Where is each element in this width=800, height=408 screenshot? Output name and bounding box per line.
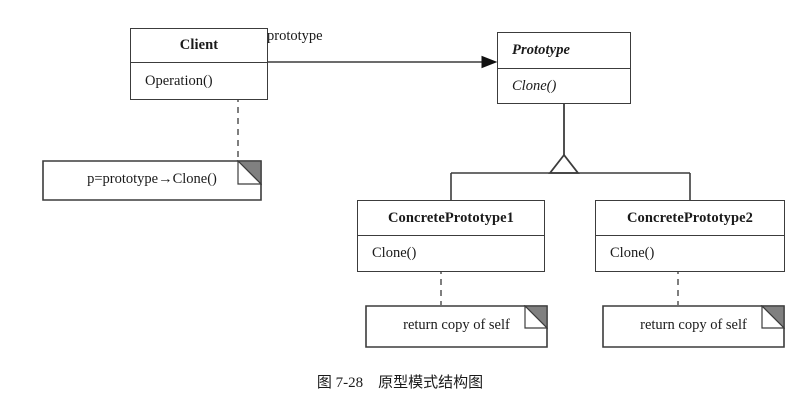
class-box-client[interactable]: Client Operation(): [130, 28, 268, 100]
note-fold-flap: [237, 160, 262, 185]
note-text-concreteprototype2: return copy of self: [640, 317, 747, 333]
class-box-concreteprototype1[interactable]: ConcretePrototype1 Clone(): [357, 200, 545, 272]
note-box-concreteprototype2[interactable]: return copy of self: [602, 305, 785, 348]
association-arrowhead: [481, 55, 498, 69]
class-name-concreteprototype1: ConcretePrototype1: [358, 201, 544, 236]
note-shape: [602, 305, 785, 348]
association-client-prototype: [268, 55, 498, 69]
figure-caption: 图 7-28 原型模式结构图: [316, 375, 484, 391]
note-shape: [365, 305, 548, 348]
class-box-prototype[interactable]: Prototype Clone(): [497, 32, 631, 104]
class-name-client: Client: [131, 29, 267, 63]
class-box-concreteprototype2[interactable]: ConcretePrototype2 Clone(): [595, 200, 785, 272]
note-box-concreteprototype1[interactable]: return copy of self: [365, 305, 548, 348]
class-operation-client: Operation(): [145, 72, 213, 89]
class-name-prototype: Prototype: [498, 33, 630, 69]
generalization-triangle: [548, 153, 580, 174]
note-fold-flap: [761, 305, 785, 329]
note-box-client[interactable]: p=prototype→Clone(): [42, 160, 262, 201]
class-name-concreteprototype2: ConcretePrototype2: [596, 201, 784, 236]
note-shape: [42, 160, 262, 201]
note-text-concreteprototype1: return copy of self: [403, 317, 510, 333]
note-fold-flap: [524, 305, 548, 329]
generalization-tree: [450, 104, 691, 200]
class-operation-prototype: Clone(): [512, 77, 557, 94]
note-text-client: p=prototype→Clone(): [87, 171, 217, 187]
class-operation-concreteprototype2: Clone(): [610, 245, 655, 261]
class-operation-concreteprototype1: Clone(): [372, 245, 417, 261]
association-label-prototype: prototype: [267, 28, 323, 44]
